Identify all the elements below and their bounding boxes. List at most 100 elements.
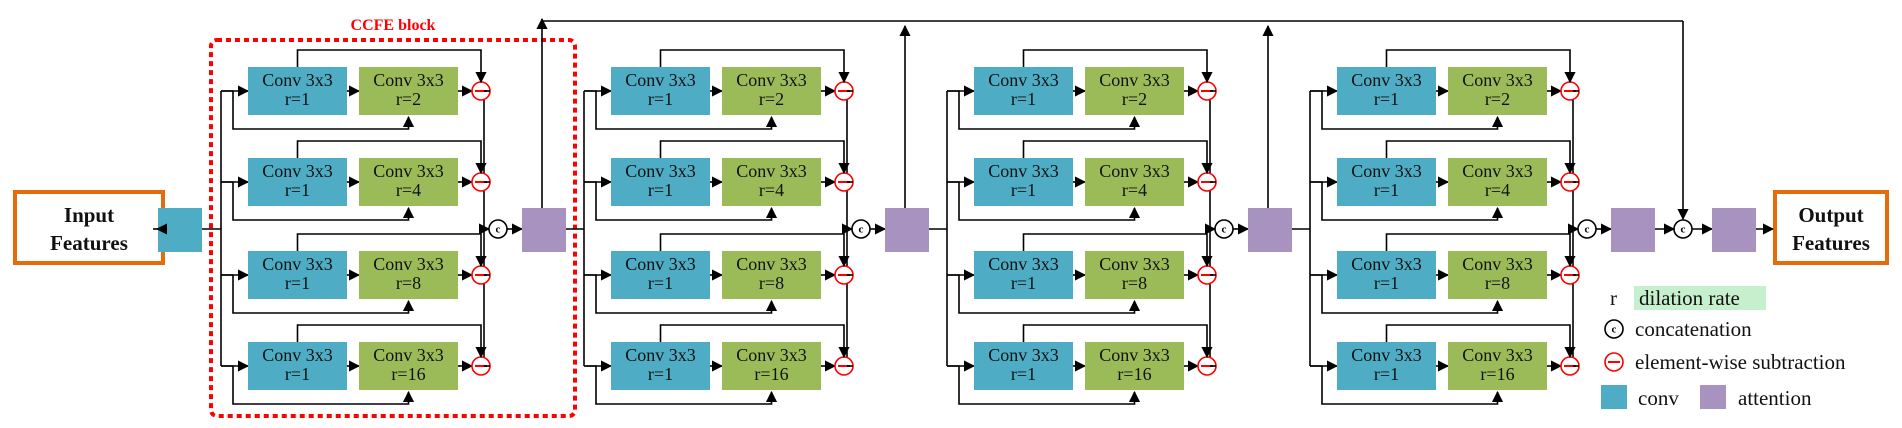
svg-text:r=1: r=1: [1011, 364, 1036, 384]
attention-block: [1248, 208, 1292, 252]
svg-text:Conv 3x3: Conv 3x3: [1099, 345, 1170, 365]
svg-text:c: c: [1585, 224, 1590, 236]
ccfe-block-border: [209, 38, 577, 418]
svg-text:Conv 3x3: Conv 3x3: [736, 254, 807, 274]
legend-concatenation: concatenation: [1635, 317, 1752, 341]
svg-text:c: c: [1612, 324, 1617, 336]
svg-text:r=1: r=1: [1374, 364, 1399, 384]
svg-text:Conv 3x3: Conv 3x3: [988, 161, 1059, 181]
svg-text:r=1: r=1: [285, 273, 310, 293]
input-features-line2: Features: [50, 231, 128, 255]
svg-text:r=1: r=1: [285, 89, 310, 109]
svg-text:Conv 3x3: Conv 3x3: [988, 345, 1059, 365]
svg-text:Conv 3x3: Conv 3x3: [1351, 254, 1422, 274]
legend-dilation-highlight: [1634, 286, 1766, 310]
svg-text:Conv 3x3: Conv 3x3: [1351, 70, 1422, 90]
svg-text:Conv 3x3: Conv 3x3: [373, 70, 444, 90]
svg-text:Conv 3x3: Conv 3x3: [1099, 161, 1170, 181]
legend-conv: conv: [1638, 386, 1679, 410]
svg-text:Conv 3x3: Conv 3x3: [736, 161, 807, 181]
legend: r dilation rate c concatenation element-…: [1601, 286, 1846, 410]
svg-text:r=1: r=1: [1374, 180, 1399, 200]
concatenation-node: c: [1214, 219, 1234, 239]
svg-text:Conv 3x3: Conv 3x3: [1462, 254, 1533, 274]
svg-text:Conv 3x3: Conv 3x3: [373, 161, 444, 181]
svg-text:c: c: [1222, 224, 1227, 236]
svg-text:Conv 3x3: Conv 3x3: [1462, 345, 1533, 365]
svg-text:Conv 3x3: Conv 3x3: [373, 254, 444, 274]
svg-text:c: c: [859, 224, 864, 236]
svg-text:Conv 3x3: Conv 3x3: [988, 254, 1059, 274]
input-features-line1: Input: [64, 203, 114, 227]
svg-text:Conv 3x3: Conv 3x3: [625, 161, 696, 181]
attention-block: [885, 208, 929, 252]
output-features-box: Output Features: [1773, 190, 1889, 265]
svg-text:Conv 3x3: Conv 3x3: [625, 254, 696, 274]
svg-text:r=1: r=1: [285, 364, 310, 384]
svg-text:r=1: r=1: [285, 180, 310, 200]
legend-conv-swatch: [1601, 385, 1627, 409]
output-features-line2: Features: [1792, 231, 1870, 255]
svg-text:r=1: r=1: [648, 364, 673, 384]
legend-subtraction: element-wise subtraction: [1635, 350, 1846, 374]
svg-text:r=1: r=1: [648, 273, 673, 293]
subtraction-node: [1560, 81, 1580, 101]
svg-text:Conv 3x3: Conv 3x3: [625, 70, 696, 90]
svg-text:Conv 3x3: Conv 3x3: [1462, 161, 1533, 181]
svg-text:r=1: r=1: [1011, 273, 1036, 293]
svg-text:Conv 3x3: Conv 3x3: [1351, 161, 1422, 181]
svg-text:r=4: r=4: [1122, 180, 1147, 200]
svg-text:r=1: r=1: [648, 89, 673, 109]
global-skip-connection: [536, 17, 1689, 225]
output-features-line1: Output: [1798, 203, 1863, 227]
svg-text:Conv 3x3: Conv 3x3: [736, 345, 807, 365]
svg-text:Conv 3x3: Conv 3x3: [736, 70, 807, 90]
svg-text:r=4: r=4: [1485, 180, 1510, 200]
subtraction-node: [834, 172, 854, 192]
concatenation-node: c: [851, 219, 871, 239]
input-conv-block: [158, 208, 202, 252]
svg-text:Conv 3x3: Conv 3x3: [262, 161, 333, 181]
legend-r-symbol: r: [1610, 286, 1617, 310]
subtraction-node: [471, 356, 491, 376]
svg-text:r=8: r=8: [396, 273, 421, 293]
svg-text:c: c: [496, 224, 501, 236]
svg-text:r=8: r=8: [1122, 273, 1147, 293]
attention-block: [1611, 208, 1655, 252]
svg-text:r=1: r=1: [1374, 89, 1399, 109]
svg-text:r=4: r=4: [396, 180, 421, 200]
svg-text:r=1: r=1: [1011, 89, 1036, 109]
svg-text:r=2: r=2: [759, 89, 784, 109]
